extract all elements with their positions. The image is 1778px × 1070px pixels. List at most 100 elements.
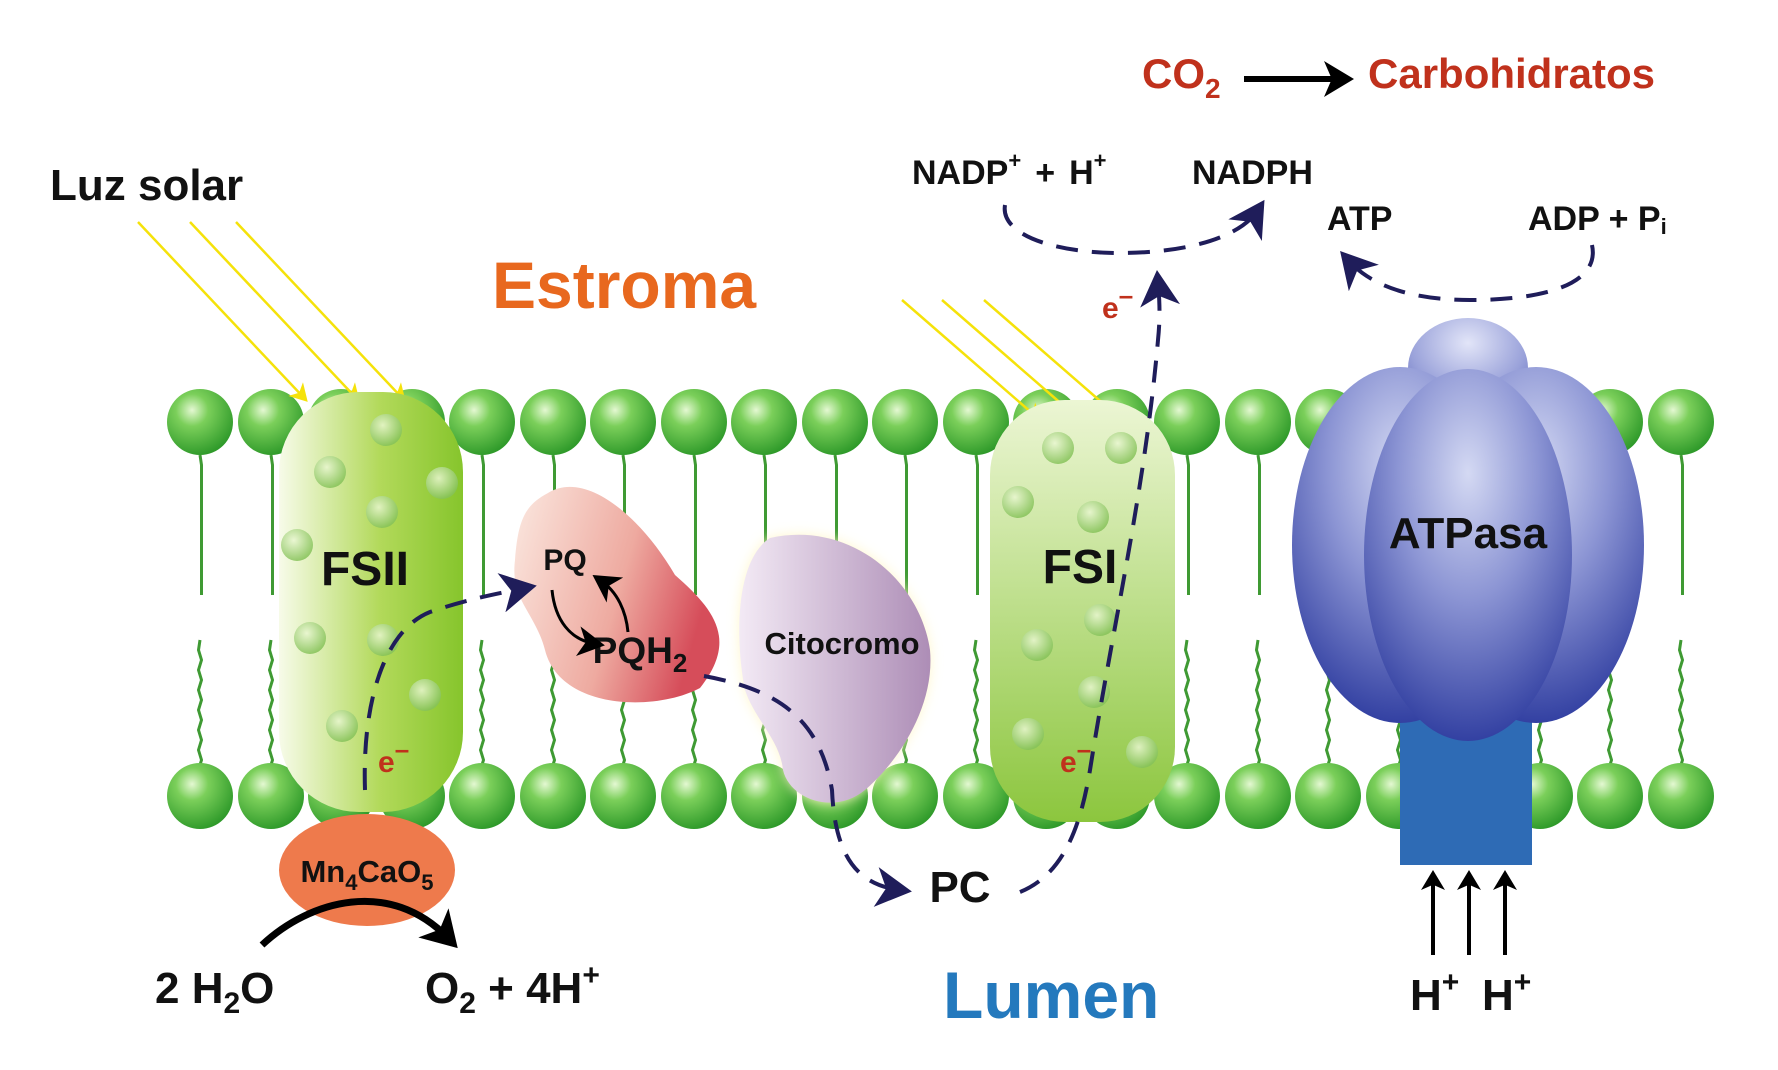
electron-label-fsi: e–: [1060, 734, 1091, 779]
oxygen-label: O2 + 4H+: [425, 959, 600, 1020]
lipid-tail: [1677, 639, 1685, 771]
plastoquinone-complex: PQ PQH2: [514, 486, 720, 703]
lipid-head: [872, 763, 938, 829]
photosystem-ii: FSII: [279, 392, 463, 812]
lipid-head: [1295, 763, 1361, 829]
lipid-tail: [1254, 639, 1262, 771]
lipid-tail: [1183, 639, 1191, 771]
sunlight-rays-fsii: [137, 221, 406, 402]
lipid-tail: [1256, 454, 1261, 595]
lipid-tail: [478, 639, 486, 771]
proton-label-2: H+: [1482, 966, 1531, 1020]
lipid-head: [661, 763, 727, 829]
lipid-head: [449, 763, 515, 829]
lipid-head: [520, 389, 586, 455]
lipid-tail: [972, 639, 980, 771]
oxygen-evolving-complex: Mn4CaO5: [279, 814, 455, 926]
cytochrome-complex: Citocromo: [739, 534, 931, 803]
lipid-head: [661, 389, 727, 455]
protein-bubble: [426, 467, 458, 499]
lipid-head: [1154, 763, 1220, 829]
carbohydrates-label: Carbohidratos: [1368, 50, 1655, 97]
pq-label: PQ: [543, 544, 586, 577]
lipid-head: [872, 389, 938, 455]
lipid-head: [590, 763, 656, 829]
protein-bubble: [1012, 718, 1044, 750]
lipid-head: [1225, 763, 1291, 829]
pc-label: PC: [929, 863, 990, 912]
lipid-head: [167, 763, 233, 829]
pqh2-label: PQH2: [593, 630, 688, 678]
electron-path-fsii-to-pq: [362, 573, 537, 791]
lipid-head: [731, 389, 797, 455]
nadp-label: NADP++H+: [912, 148, 1106, 192]
lipid-tail: [267, 639, 275, 771]
nadph-label: NADPH: [1192, 154, 1313, 192]
lipid-head: [167, 389, 233, 455]
sunlight-label: Luz solar: [50, 161, 243, 210]
lipid-tail: [1679, 454, 1684, 595]
lipid-head: [1225, 389, 1291, 455]
protein-bubble: [281, 529, 313, 561]
fsi-bubbles: [1002, 432, 1158, 768]
lipid-head: [802, 389, 868, 455]
lipid-head: [238, 763, 304, 829]
proton-flow-arrows: [1421, 870, 1517, 955]
electron-path-pqh2-to-pc: [703, 674, 912, 907]
electron-label-fsii: e–: [378, 734, 409, 779]
adp-pi-label: ADP + Pi: [1528, 200, 1667, 239]
atp-label: ATP: [1327, 200, 1392, 238]
protein-bubble: [366, 496, 398, 528]
electron-label-stroma: e–: [1102, 280, 1133, 325]
protein-bubble: [1105, 432, 1137, 464]
protein-bubble: [314, 456, 346, 488]
lipid-tail: [198, 454, 203, 595]
protein-bubble: [1077, 501, 1109, 533]
atp-synthesis-arc: [1340, 244, 1595, 303]
lipid-tail: [196, 639, 204, 771]
protein-bubble: [326, 710, 358, 742]
protein-bubble: [1126, 736, 1158, 768]
lipid-head: [943, 389, 1009, 455]
lumen-label: Lumen: [943, 958, 1159, 1032]
lipid-tail: [692, 454, 697, 595]
fsii-label: FSII: [321, 543, 409, 596]
mn4cao5-label: Mn4CaO5: [300, 854, 433, 895]
lipid-tail: [480, 454, 485, 595]
lipid-head: [943, 763, 1009, 829]
lipid-head: [449, 389, 515, 455]
lipid-tail: [269, 454, 274, 595]
protein-bubble: [1002, 486, 1034, 518]
lipid-head: [731, 763, 797, 829]
lipid-head: [1577, 763, 1643, 829]
fsii-bubbles: [281, 414, 458, 742]
cytochrome-label: Citocromo: [765, 626, 920, 661]
lipid-head: [1154, 389, 1220, 455]
pqh2-to-pq-arrow: [592, 575, 630, 633]
atpase-label: ATPasa: [1389, 509, 1548, 558]
lipid-tail: [903, 454, 908, 595]
lipid-head: [590, 389, 656, 455]
water-label: 2 H2O: [155, 964, 274, 1020]
lipid-head: [1648, 389, 1714, 455]
protein-bubble: [370, 414, 402, 446]
proton-label-1: H+: [1410, 966, 1459, 1020]
protein-bubble: [1042, 432, 1074, 464]
lipid-head: [1648, 763, 1714, 829]
photosystem-i: FSI: [990, 400, 1175, 822]
lipid-tail: [1185, 454, 1190, 595]
electron-path-pc-to-fsi-to-nadp: [1019, 270, 1181, 894]
nadp-reduction-arc: [1002, 199, 1265, 256]
atp-synthase: ATPasa: [1292, 318, 1644, 865]
protein-bubble: [294, 622, 326, 654]
pq-to-pqh2-arrow: [550, 589, 605, 657]
stroma-label: Estroma: [492, 248, 757, 322]
protein-bubble: [409, 679, 441, 711]
fsi-label: FSI: [1043, 541, 1118, 594]
protein-bubble: [1084, 604, 1116, 636]
lipid-head: [520, 763, 586, 829]
co2-label: CO2: [1142, 50, 1221, 104]
water-splitting-arrow: [259, 897, 458, 949]
protein-bubble: [1021, 629, 1053, 661]
